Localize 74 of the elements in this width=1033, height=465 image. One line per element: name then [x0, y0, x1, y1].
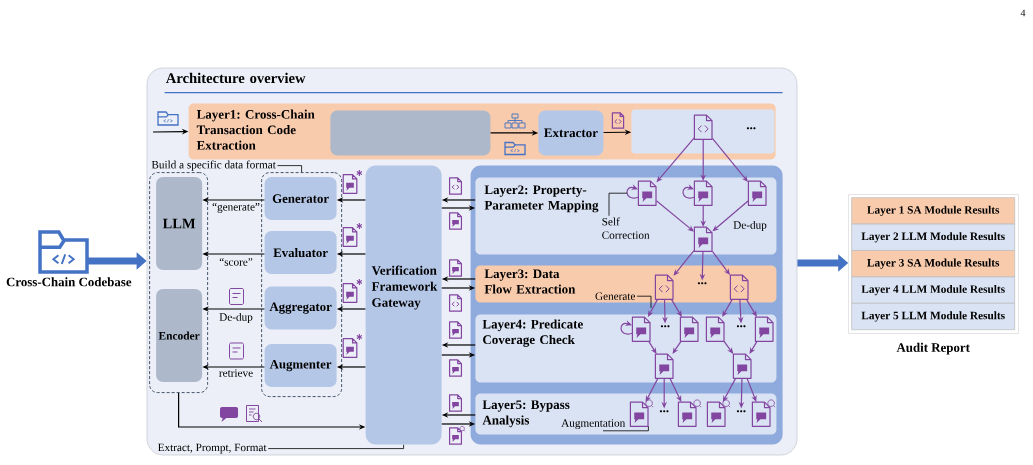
leader-line — [277, 165, 302, 173]
dashed-group — [149, 172, 209, 394]
report-row: Layer 3 SA Module Results — [851, 250, 1016, 278]
arrow — [746, 377, 757, 402]
module-box: Augmenter — [264, 344, 337, 388]
arrow — [670, 298, 682, 317]
report-row: Layer 1 SA Module Results — [851, 197, 1016, 225]
note-text: De-dup — [733, 220, 767, 232]
report-row: Layer 4 LLM Module Results — [851, 276, 1016, 304]
document-icon — [754, 316, 774, 342]
report-row: Layer 5 LLM Module Results — [851, 302, 1016, 331]
document-search-icon — [706, 399, 731, 427]
report-row: Layer 2 LLM Module Results — [851, 223, 1016, 251]
arrow — [648, 340, 657, 354]
edge-label: De-dup — [219, 312, 253, 324]
document-search-icon — [751, 399, 776, 427]
module-box: Generator — [264, 177, 337, 221]
note-text: Augmentation — [561, 419, 626, 430]
document-icon — [631, 316, 651, 342]
panel-title: Architecture overview — [165, 72, 306, 84]
arrow — [672, 340, 682, 354]
process-box: Extractor — [538, 110, 604, 156]
edge-label: retrieve — [219, 369, 253, 377]
arrow — [722, 377, 737, 402]
document-icon — [679, 316, 699, 342]
document-icon — [705, 316, 725, 342]
arrow — [711, 137, 748, 182]
arrow — [722, 298, 733, 317]
code-file-icon — [654, 274, 674, 300]
page-number: 4 — [1020, 9, 1026, 17]
ellipsis: ... — [660, 325, 670, 328]
module-box: Aggregator — [264, 286, 337, 330]
document-search-icon — [677, 399, 702, 427]
leader-line — [608, 192, 628, 217]
arrow — [669, 377, 682, 402]
model-box: Encoder — [156, 289, 203, 383]
leader-line — [636, 295, 652, 309]
ellipsis: ... — [697, 282, 707, 285]
document-icon — [693, 226, 713, 252]
arrow — [645, 377, 659, 402]
note-text: Generate — [595, 292, 636, 300]
document-icon — [693, 180, 713, 206]
loop-arrow — [620, 320, 633, 335]
edge-label: “score” — [219, 258, 253, 266]
note-text: Extract, Prompt, Format — [158, 443, 267, 454]
loop-arrow — [626, 184, 639, 199]
ellipsis: ... — [736, 410, 746, 413]
code-file-icon — [729, 274, 749, 300]
report-caption: Audit Report — [896, 342, 970, 355]
code-file-icon — [693, 114, 713, 140]
document-icon — [732, 353, 752, 379]
arrow — [745, 298, 757, 317]
note-text: Self Correction — [602, 217, 650, 239]
note-text: Build a specific data format — [151, 160, 276, 171]
arrow — [655, 200, 694, 232]
output-box: ... — [631, 109, 775, 154]
node-label: Cross-Chain Codebase — [6, 277, 132, 287]
document-icon — [747, 180, 767, 206]
arrow — [749, 340, 758, 354]
module-box: Evaluator — [264, 231, 337, 275]
edge-label: “generate” — [212, 203, 260, 213]
document-icon — [654, 353, 674, 379]
leader-line — [267, 444, 404, 449]
ellipsis: ... — [659, 410, 669, 413]
leader-line — [602, 426, 649, 432]
loop-arrow — [682, 184, 695, 199]
dashed-group — [261, 172, 343, 398]
model-box: LLM — [156, 177, 203, 271]
arrow — [673, 249, 695, 276]
gateway-box: Verification Framework Gateway — [365, 165, 442, 445]
ellipsis: ... — [736, 325, 746, 328]
document-icon — [637, 180, 657, 206]
document-search-icon — [629, 399, 654, 427]
tool-box — [330, 110, 491, 156]
